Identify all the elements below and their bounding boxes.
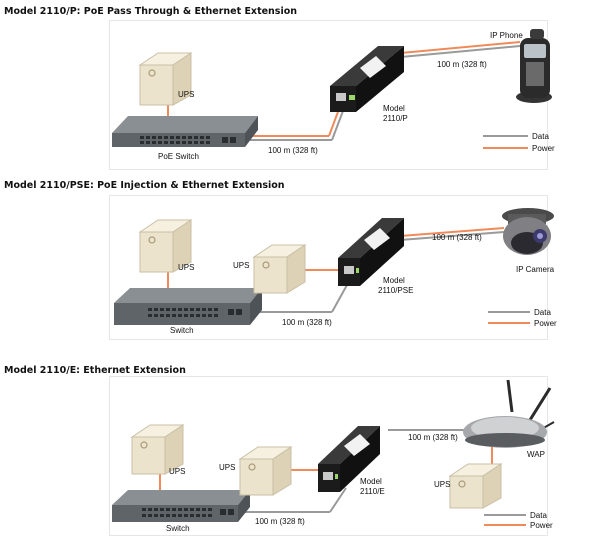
data-cable [245,429,468,513]
extender-device-icon [318,426,380,492]
ups-label: UPS [178,263,194,272]
legend-power-label: Power [530,521,553,530]
model-number-label: 2110/E [360,487,385,496]
ups-label: UPS [434,480,450,489]
cable-length-label: 100 m (328 ft) [432,233,482,242]
power-cable [167,41,521,137]
endpoint-label: WAP [527,450,545,459]
legend-data-label: Data [534,308,551,317]
legend: Data Power [484,511,553,530]
cable-length-label: 100 m (328 ft) [255,517,305,526]
cable-length-label: 100 m (328 ft) [282,318,332,327]
ups-icon [138,219,193,273]
endpoint-label: IP Phone [490,31,523,40]
legend-power-label: Power [534,319,557,328]
ups-label: UPS [233,261,249,270]
legend-data-label: Data [532,132,549,141]
ups-icon [252,244,307,294]
legend: Data Power [488,308,557,328]
cable-length-label: 100 m (328 ft) [408,433,458,442]
endpoint-label: IP Camera [516,265,555,274]
switch-label: PoE Switch [158,152,199,161]
switch-icon [114,288,262,325]
model-label: Model [360,477,382,486]
legend: Data Power [483,132,555,153]
model-label: Model [383,104,405,113]
model-number-label: 2110/P [383,114,408,123]
section-title: Model 2110/P: PoE Pass Through & Etherne… [4,6,298,17]
legend-power-label: Power [532,144,555,153]
ups-label: UPS [169,467,185,476]
section-title: Model 2110/PSE: PoE Injection & Ethernet… [4,180,285,191]
model-label: Model [383,276,405,285]
ups-label: UPS [178,90,194,99]
ups-label: UPS [219,463,235,472]
wireless-access-point-icon [463,379,555,448]
switch-label: Switch [170,326,194,335]
ip-phone-icon [516,29,552,103]
cable-length-label: 100 m (328 ft) [437,60,487,69]
extender-device-icon [330,46,404,112]
ups-icon [238,446,293,496]
cable-length-label: 100 m (328 ft) [268,146,318,155]
legend-data-label: Data [530,511,547,520]
switch-icon [112,490,250,522]
switch-label: Switch [166,524,190,533]
section-title: Model 2110/E: Ethernet Extension [4,365,186,376]
model-number-label: 2110/PSE [378,286,413,295]
ups-icon [130,424,185,475]
extender-device-icon [338,218,404,286]
ups-icon [138,52,193,106]
ip-camera-icon [502,208,554,255]
switch-icon [112,116,258,147]
ups-icon [448,463,503,509]
